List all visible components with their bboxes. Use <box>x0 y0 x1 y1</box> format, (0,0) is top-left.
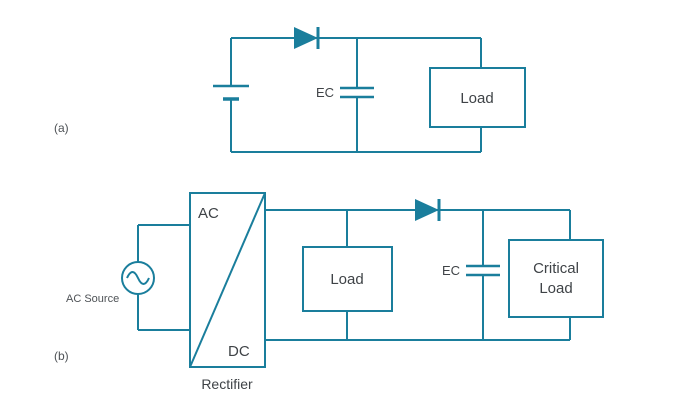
rectifier-caption: Rectifier <box>201 376 253 392</box>
critical-load-box <box>508 239 604 318</box>
diode-a-triangle <box>294 27 318 49</box>
diode-a-icon <box>294 27 320 49</box>
circuit-b: AC Source AC DC Rectifier Load <box>54 192 604 392</box>
critical-load-label-line1: Critical <box>533 260 579 277</box>
ec-capacitor-a-icon <box>340 38 374 152</box>
figure-a-label: (a) <box>54 121 69 135</box>
ac-source-icon <box>121 261 155 295</box>
rectifier-ac-label: AC <box>198 205 219 222</box>
load-a-label: Load <box>460 90 493 107</box>
critical-load-label-line2: Load <box>539 280 572 297</box>
rectifier-dc-label: DC <box>228 343 250 360</box>
load-box-b <box>302 246 393 312</box>
diode-b-triangle <box>415 199 439 221</box>
diode-b-icon <box>415 199 441 221</box>
figure-b-label: (b) <box>54 349 69 363</box>
rectifier-diagonal-line <box>189 192 266 368</box>
ec-b-label: EC <box>442 263 460 278</box>
load-box-a <box>429 67 526 128</box>
ec-capacitor-b-icon <box>466 210 500 340</box>
battery-icon <box>213 84 249 101</box>
ec-a-label: EC <box>316 85 334 100</box>
rectifier-block: AC DC Rectifier <box>189 192 266 392</box>
circuit-a: EC Load (a) <box>54 27 526 153</box>
load-b-label: Load <box>330 271 363 288</box>
ac-source-label: AC Source <box>66 293 119 305</box>
ac-source-sine-wave <box>126 271 150 285</box>
